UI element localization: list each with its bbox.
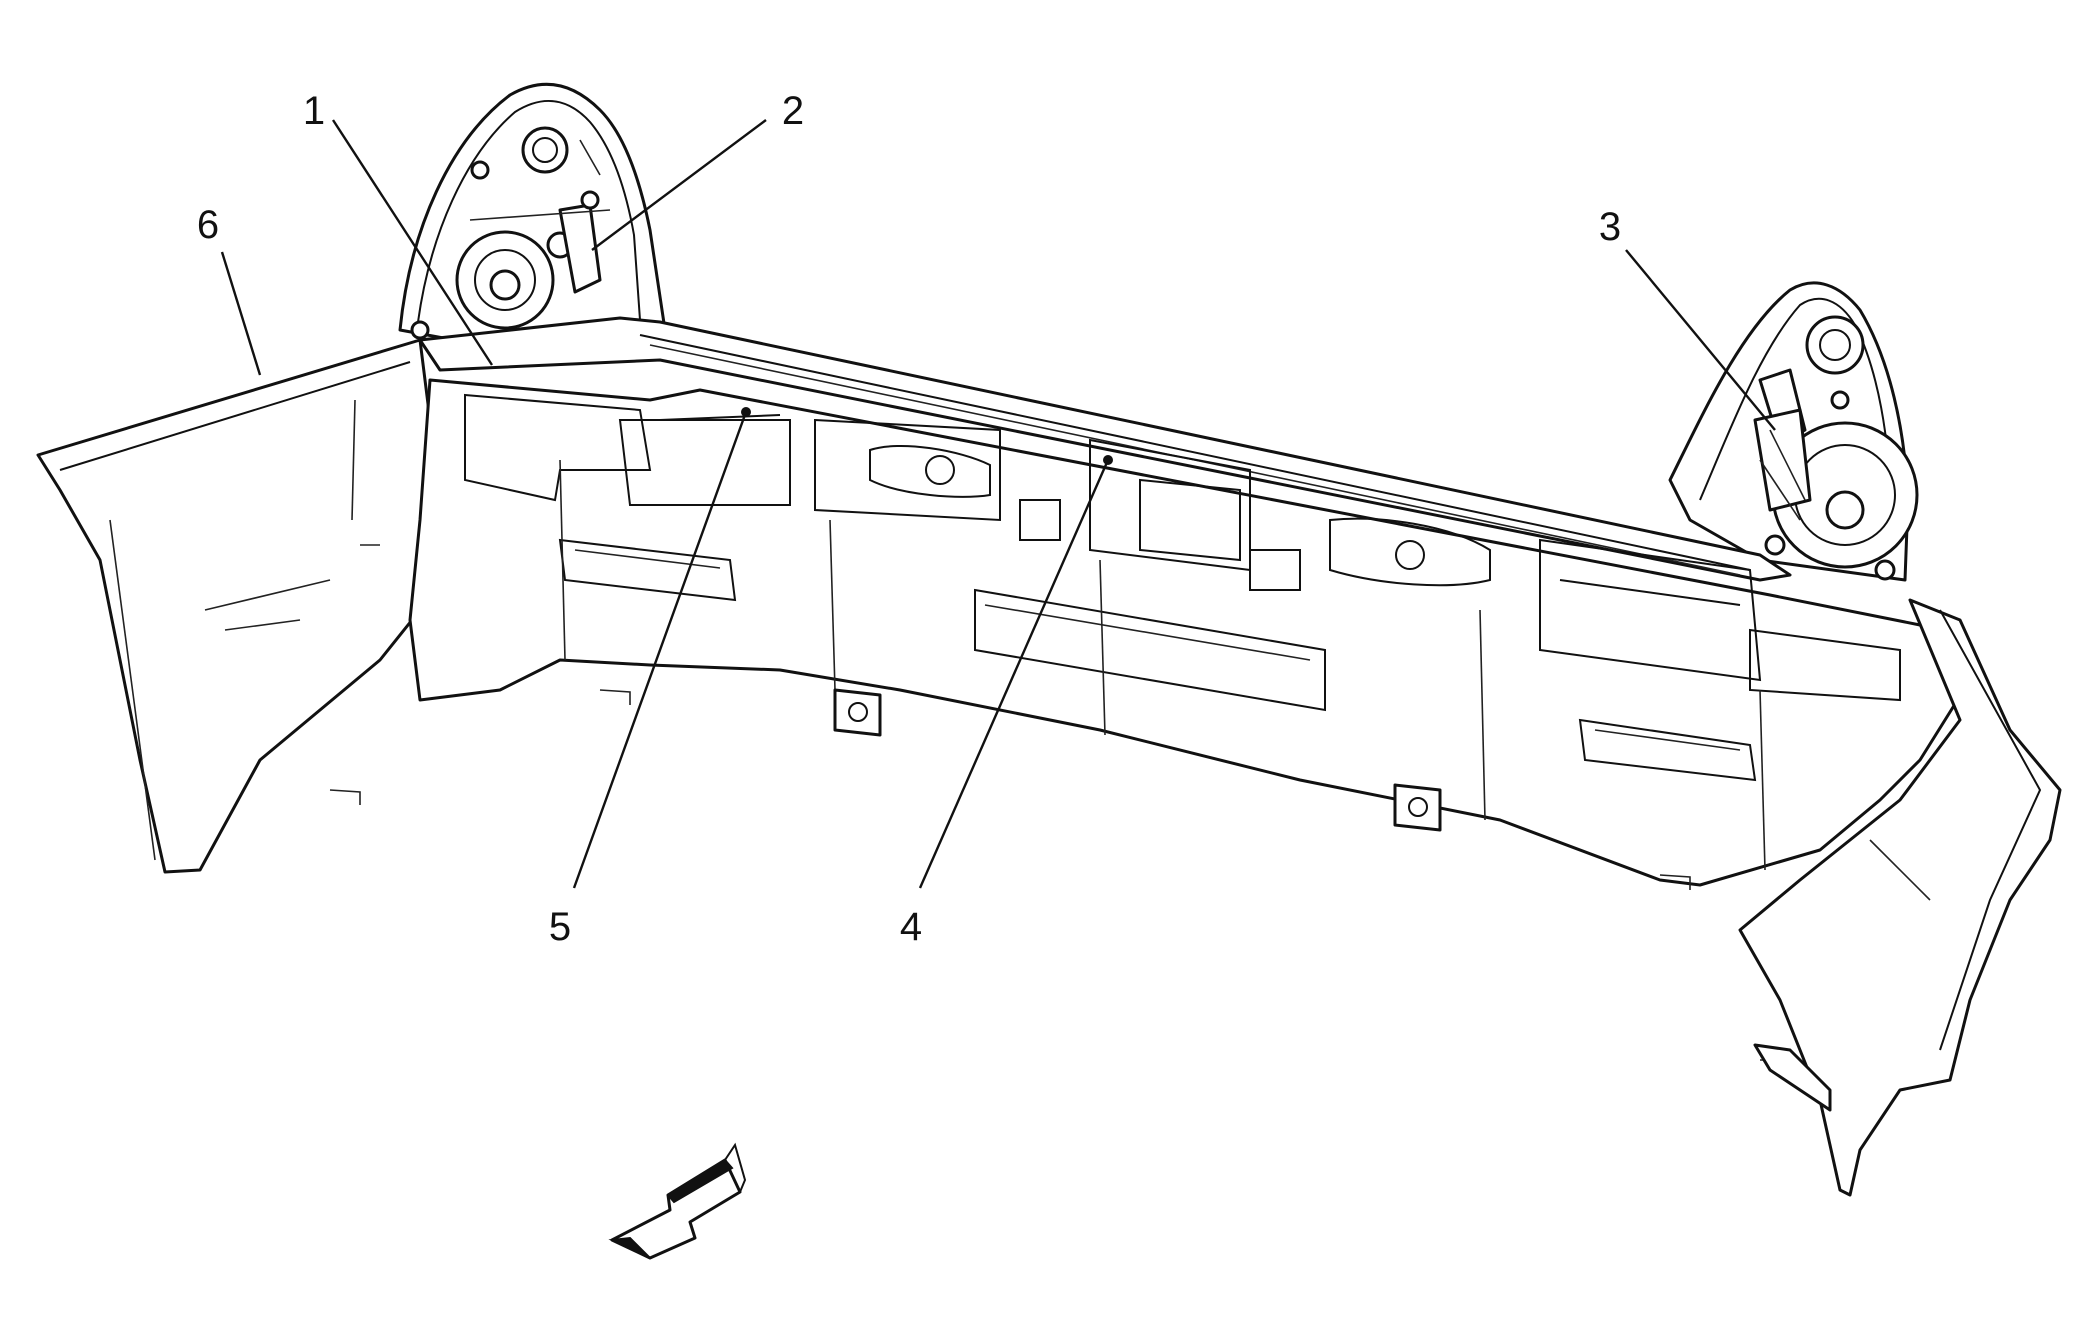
- leader-line-1: [331, 119, 494, 366]
- callout-point-4: [1103, 455, 1113, 465]
- front-direction-arrow: [608, 1142, 747, 1260]
- callout-1: 1: [303, 89, 325, 133]
- callout-point-5: [741, 407, 751, 417]
- callout-6: 6: [197, 203, 219, 247]
- rear-bumper-fascia: [36, 316, 2062, 1197]
- callout-3: 3: [1599, 205, 1621, 249]
- callout-2: 2: [782, 89, 804, 133]
- leader-line-3: [1625, 249, 1776, 431]
- leader-line-4: [918, 459, 1110, 889]
- leader-line-2: [591, 119, 767, 251]
- callout-5: 5: [549, 905, 571, 949]
- right-tail-lamp-assembly: [1668, 281, 1919, 582]
- leader-line-5: [572, 411, 748, 889]
- left-tail-lamp-assembly: [398, 82, 667, 360]
- leader-line-6: [220, 251, 262, 376]
- callout-4: 4: [900, 905, 922, 949]
